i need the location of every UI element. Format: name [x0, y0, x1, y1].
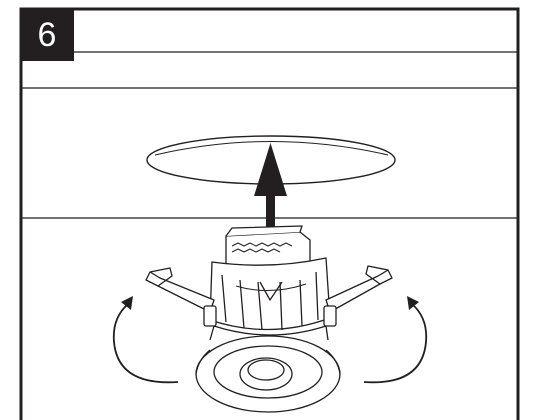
rotate-left-arrow-icon	[112, 296, 179, 384]
step-number: 6	[37, 16, 57, 54]
downlight-fixture-icon	[145, 225, 393, 413]
step-number-badge: 6	[20, 9, 74, 61]
panel-border	[19, 7, 520, 420]
rotate-right-arrow-icon	[363, 296, 428, 384]
up-arrow-icon	[254, 143, 287, 235]
